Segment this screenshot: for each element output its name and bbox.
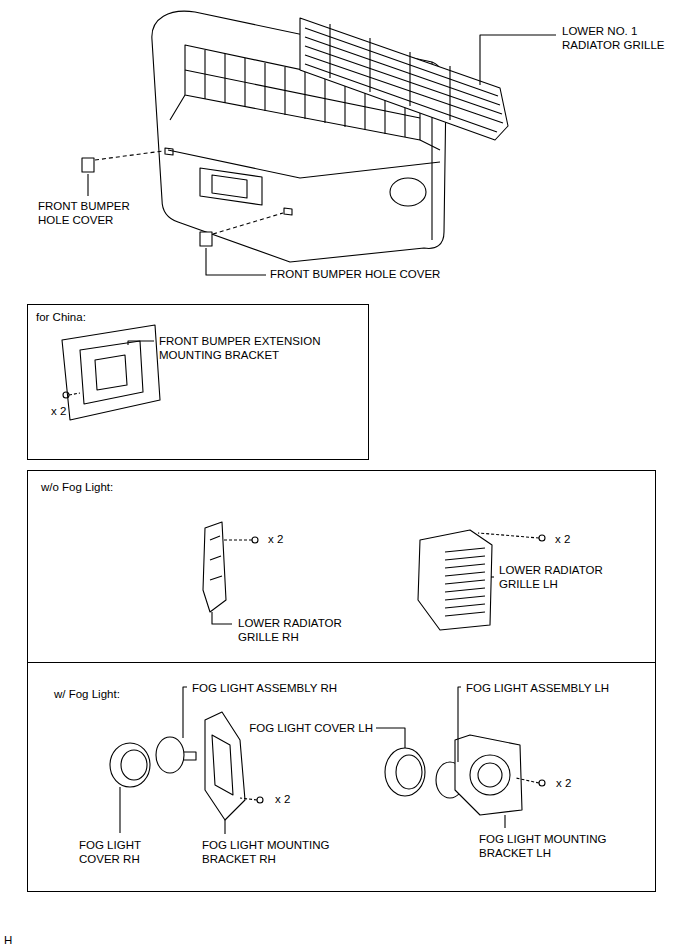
part-name: x 2 <box>555 533 570 547</box>
part-name: FOG LIGHT ASSEMBLY LH <box>466 682 609 696</box>
front-bumper <box>200 168 262 205</box>
part-name: LOWER RADIATOR GRILLE LH <box>499 564 619 592</box>
part-name: FRONT BUMPER HOLE COVER <box>38 200 148 228</box>
front-bumper <box>168 150 440 178</box>
panel-heading: w/o Fog Light: <box>41 481 113 495</box>
part-name: FRONT BUMPER EXTENSION MOUNTING BRACKET <box>159 335 344 363</box>
hole-cover <box>200 232 212 246</box>
leader-line <box>224 820 225 834</box>
fog-light <box>396 755 422 789</box>
fog-light <box>110 743 150 787</box>
leader-line <box>491 576 494 577</box>
hole-cover <box>82 151 283 246</box>
extension-bracket <box>63 392 69 398</box>
hole-cover <box>213 213 283 234</box>
leader-line <box>206 248 266 275</box>
variant-panel: w/o Fog Light: x 2 LOWER RADIATOR GRILLE R… <box>27 470 656 662</box>
front-bumper <box>152 11 446 262</box>
front-bumper <box>212 175 247 198</box>
extension-bracket <box>69 393 80 395</box>
radiator-grille <box>300 18 508 140</box>
extension-bracket <box>62 325 160 420</box>
lower-grille <box>445 548 485 616</box>
part-name: x 2 <box>268 533 283 547</box>
front-bumper <box>284 208 292 215</box>
front-bumper <box>152 11 446 262</box>
variant-panel: for China: FRONT BUMPER EXTENSION MOUNTIN… <box>27 304 369 460</box>
part-name: LOWER NO. 1 RADIATOR GRILLE <box>562 25 684 53</box>
leader-line <box>458 687 461 762</box>
front-bumper <box>390 178 426 206</box>
part-name: x 2 <box>275 793 290 807</box>
lower-grille <box>210 536 222 580</box>
lower-grille <box>418 530 492 630</box>
part-name: LOWER RADIATOR GRILLE RH <box>238 617 358 645</box>
fog-light <box>516 778 539 783</box>
part-name: FOG LIGHT MOUNTING BRACKET RH <box>202 839 352 867</box>
part-name: x 2 <box>556 777 571 791</box>
part-name: FOG LIGHT COVER LH <box>249 722 373 736</box>
leader-line <box>87 174 88 196</box>
lower-grille <box>478 533 539 538</box>
panel-heading: for China: <box>36 311 86 325</box>
fog-light <box>257 797 263 803</box>
leader-line <box>504 815 505 828</box>
lower-grille <box>203 522 226 612</box>
part-name: FOG LIGHT COVER RH <box>79 839 159 867</box>
fog-light <box>184 752 196 760</box>
part-name: FRONT BUMPER HOLE COVER <box>270 268 440 282</box>
radiator-grille <box>330 24 450 120</box>
leader-line <box>119 787 120 833</box>
leader-line <box>480 35 556 85</box>
fog-light <box>205 712 245 820</box>
extension-bracket <box>80 341 143 404</box>
hole-cover <box>95 151 163 160</box>
part-name: x 2 <box>51 405 66 419</box>
fog-light <box>212 735 233 795</box>
fog-light <box>385 748 425 796</box>
hole-cover <box>82 158 94 172</box>
radiator-grille <box>300 18 508 140</box>
fog-light <box>110 712 545 820</box>
part-name: FOG LIGHT MOUNTING BRACKET LH <box>479 833 629 861</box>
leader-line <box>183 687 187 738</box>
panel-heading: w/ Fog Light: <box>54 688 120 702</box>
fog-light <box>455 735 522 815</box>
leader-line <box>376 728 405 748</box>
radiator-grille <box>305 28 503 132</box>
lower-grille <box>223 539 252 540</box>
figure-code: H <box>4 934 12 948</box>
leader-line <box>88 35 556 834</box>
fog-light <box>470 755 510 795</box>
fog-light <box>121 750 147 780</box>
leader-line <box>212 612 232 624</box>
lower-grille <box>539 535 545 541</box>
leader-line <box>128 341 154 345</box>
extension-bracket <box>62 325 160 420</box>
part-name: FOG LIGHT ASSEMBLY RH <box>192 682 337 696</box>
fog-light <box>240 798 257 800</box>
fog-light <box>478 763 502 787</box>
extension-bracket <box>95 355 127 390</box>
variant-panel: w/ Fog Light: FOG LIGHT ASSEMBLY RH FOG LI… <box>27 662 656 892</box>
lower-grille <box>203 522 545 630</box>
fog-light <box>156 737 184 773</box>
front-bumper <box>165 148 173 155</box>
fog-light <box>539 780 545 786</box>
lower-grille <box>252 537 258 543</box>
